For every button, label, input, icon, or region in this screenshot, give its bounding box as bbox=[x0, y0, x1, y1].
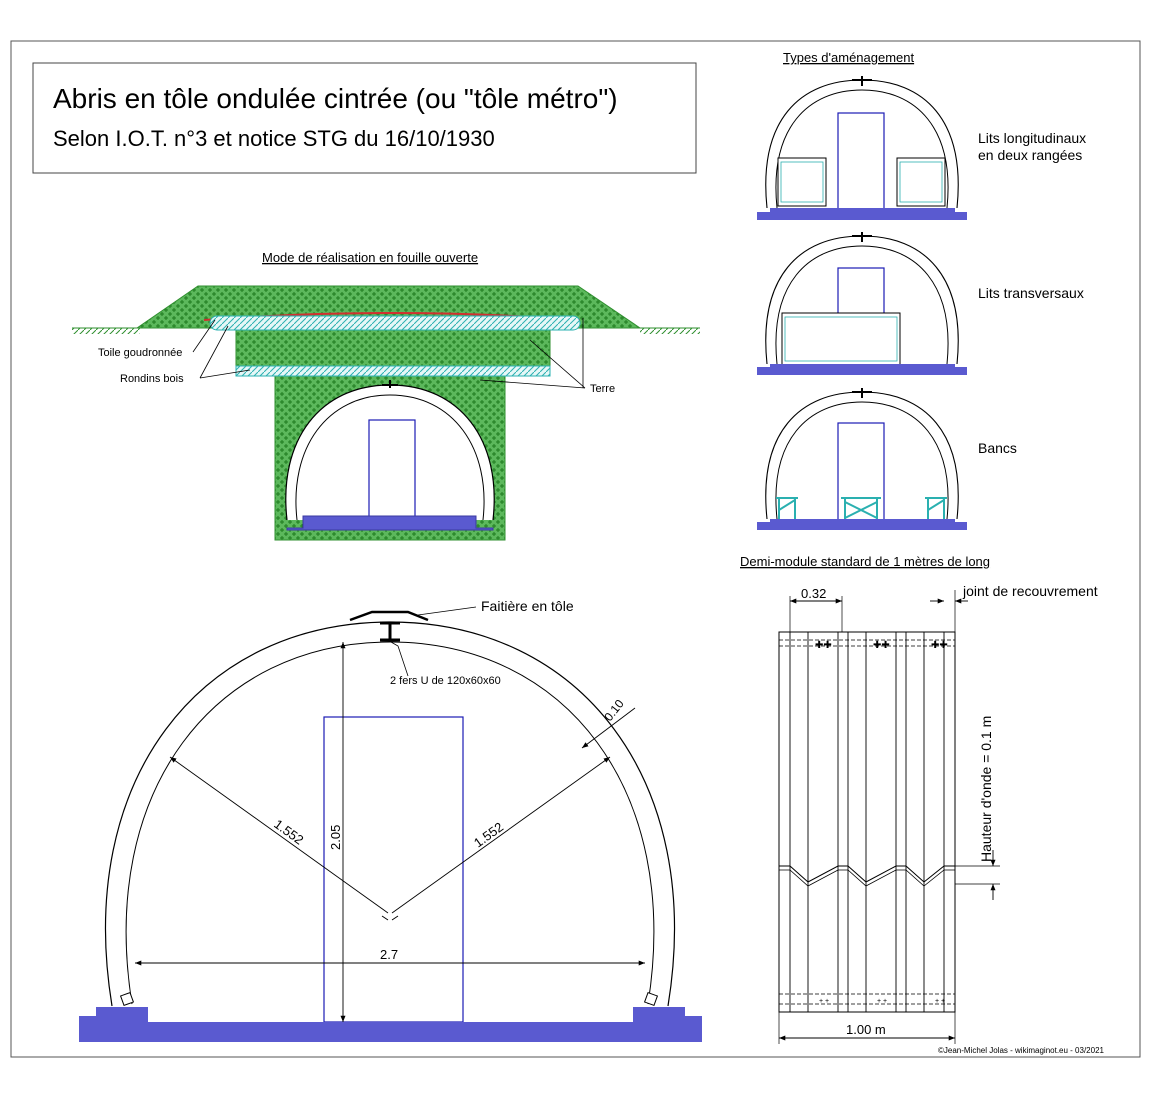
ridge-beam bbox=[380, 621, 400, 642]
ridge-plate bbox=[349, 610, 429, 622]
half-module-section: Demi-module standard de 1 mètres de long… bbox=[740, 554, 1098, 1044]
type1-bed-right bbox=[896, 157, 946, 207]
module-wave-profile-top bbox=[779, 865, 955, 883]
type2-bed bbox=[781, 312, 901, 366]
title-frame bbox=[32, 62, 697, 174]
type3-floor bbox=[757, 519, 967, 530]
label-hauteur: Hauteur d'onde = 0.1 m bbox=[978, 716, 994, 862]
trench-ridge bbox=[382, 380, 398, 388]
main-door bbox=[323, 716, 464, 1023]
dim-width-text: 2.7 bbox=[380, 947, 398, 962]
bench-right bbox=[925, 497, 947, 520]
type2-bed-inner bbox=[784, 316, 898, 362]
label-terre: Terre bbox=[590, 383, 615, 395]
main-cross-section: 2.05 2.7 1.552 1.552 0.10 Faitière en tô… bbox=[79, 598, 702, 1042]
svg-text:+ +: + + bbox=[877, 998, 887, 1005]
type2-arch-inner bbox=[775, 245, 949, 365]
type1-door bbox=[837, 112, 885, 214]
type1-label-2: en deux rangées bbox=[978, 147, 1082, 163]
type-benches: Bancs bbox=[757, 388, 1017, 530]
trench-arch-inner bbox=[295, 394, 485, 521]
ground-hatch-left bbox=[72, 328, 140, 334]
module-sheet bbox=[778, 631, 956, 1013]
main-footing-left bbox=[79, 1007, 148, 1022]
label-fers: 2 fers U de 120x60x60 bbox=[390, 675, 501, 687]
dim-radius-left-text: 1.552 bbox=[271, 816, 306, 847]
trench-arch-cavity bbox=[285, 385, 495, 520]
section-module-title: Demi-module standard de 1 mètres de long bbox=[740, 554, 990, 569]
title: Abris en tôle ondulée cintrée (ou "tôle … bbox=[53, 83, 618, 114]
type-transversal: Lits transversaux bbox=[757, 232, 1084, 375]
svg-text:✚✚: ✚✚ bbox=[815, 640, 832, 651]
type1-bed-right-inner bbox=[899, 161, 943, 203]
bench-left bbox=[776, 497, 798, 520]
main-foot-bracket-left bbox=[119, 991, 135, 1007]
leader-toile bbox=[192, 319, 216, 353]
ground-hatch-right bbox=[640, 328, 700, 334]
bench-middle bbox=[841, 497, 881, 520]
types-section: Types d'aménagement Lits longitudinaux e… bbox=[757, 50, 1086, 530]
section-mode-title: Mode de réalisation en fouille ouverte bbox=[262, 250, 478, 265]
trench-floor bbox=[286, 515, 494, 531]
label-toile: Toile goudronnée bbox=[98, 347, 182, 359]
label-joint: joint de recouvrement bbox=[962, 583, 1098, 599]
type3-arch-inner bbox=[775, 401, 949, 520]
title-block: Abris en tôle ondulée cintrée (ou "tôle … bbox=[32, 62, 697, 174]
type-longitudinal: Lits longitudinaux en deux rangées bbox=[757, 76, 1086, 220]
label-faitiere: Faitière en tôle bbox=[481, 598, 574, 614]
type3-label: Bancs bbox=[978, 440, 1017, 456]
dim-010-text: 0.10 bbox=[601, 697, 627, 724]
main-arch-inner bbox=[125, 641, 655, 1005]
log-row-bottom bbox=[235, 365, 551, 377]
type3-ridge bbox=[852, 388, 872, 398]
label-rondins: Rondins bois bbox=[120, 373, 184, 385]
section-types-title: Types d'aménagement bbox=[783, 50, 915, 65]
type1-bed-left-inner bbox=[780, 161, 824, 203]
module-bolt-lines bbox=[779, 639, 955, 1005]
type1-bed-left bbox=[777, 157, 827, 207]
dim-100-text: 1.00 m bbox=[846, 1022, 886, 1037]
main-foot-bracket-right bbox=[643, 991, 659, 1007]
module-bolts: ✚✚ ✚✚ ✚✚ + + + + + + bbox=[815, 640, 948, 1005]
dim-radius-right-line bbox=[391, 756, 611, 914]
credit: ©Jean-Michel Jolas - wikimaginot.eu - 03… bbox=[938, 1046, 1105, 1055]
svg-text:+ +: + + bbox=[819, 998, 829, 1005]
type1-floor bbox=[757, 208, 967, 220]
sheet-border bbox=[10, 40, 1141, 1058]
svg-text:✚✚: ✚✚ bbox=[931, 640, 948, 651]
leader-terre-2 bbox=[479, 379, 586, 389]
leader-terre-1 bbox=[529, 339, 586, 389]
log-row-top-band bbox=[209, 315, 581, 331]
subtitle: Selon I.O.T. n°3 et notice STG du 16/10/… bbox=[53, 126, 495, 151]
center-mark bbox=[381, 915, 399, 921]
type1-arch-inner bbox=[775, 89, 949, 209]
dim-radius-right-text: 1.552 bbox=[471, 819, 506, 850]
log-row-top bbox=[209, 315, 581, 331]
type2-ridge bbox=[852, 232, 872, 242]
leader-rondins-2 bbox=[199, 369, 251, 379]
dim-height-text: 2.05 bbox=[328, 825, 343, 850]
main-floor bbox=[79, 1022, 702, 1042]
svg-text:✚✚: ✚✚ bbox=[873, 640, 890, 651]
module-wave-profile-bottom bbox=[779, 869, 955, 887]
svg-text:+ +: + + bbox=[935, 998, 945, 1005]
dim-radius-left-line bbox=[169, 756, 389, 914]
open-trench-section: Mode de réalisation en fouille ouverte T… bbox=[72, 250, 700, 541]
type1-ridge bbox=[852, 76, 872, 86]
dim-032-text: 0.32 bbox=[801, 586, 826, 601]
dim-010-line bbox=[581, 707, 636, 749]
type2-floor bbox=[757, 364, 967, 375]
type2-label: Lits transversaux bbox=[978, 285, 1084, 301]
module-corrugations bbox=[789, 632, 945, 1012]
leader-rondins-1 bbox=[199, 325, 229, 379]
main-footing-right bbox=[633, 1007, 702, 1022]
leader-faitiere bbox=[417, 606, 477, 616]
leader-fers bbox=[390, 641, 409, 677]
type1-label-1: Lits longitudinaux bbox=[978, 130, 1086, 146]
